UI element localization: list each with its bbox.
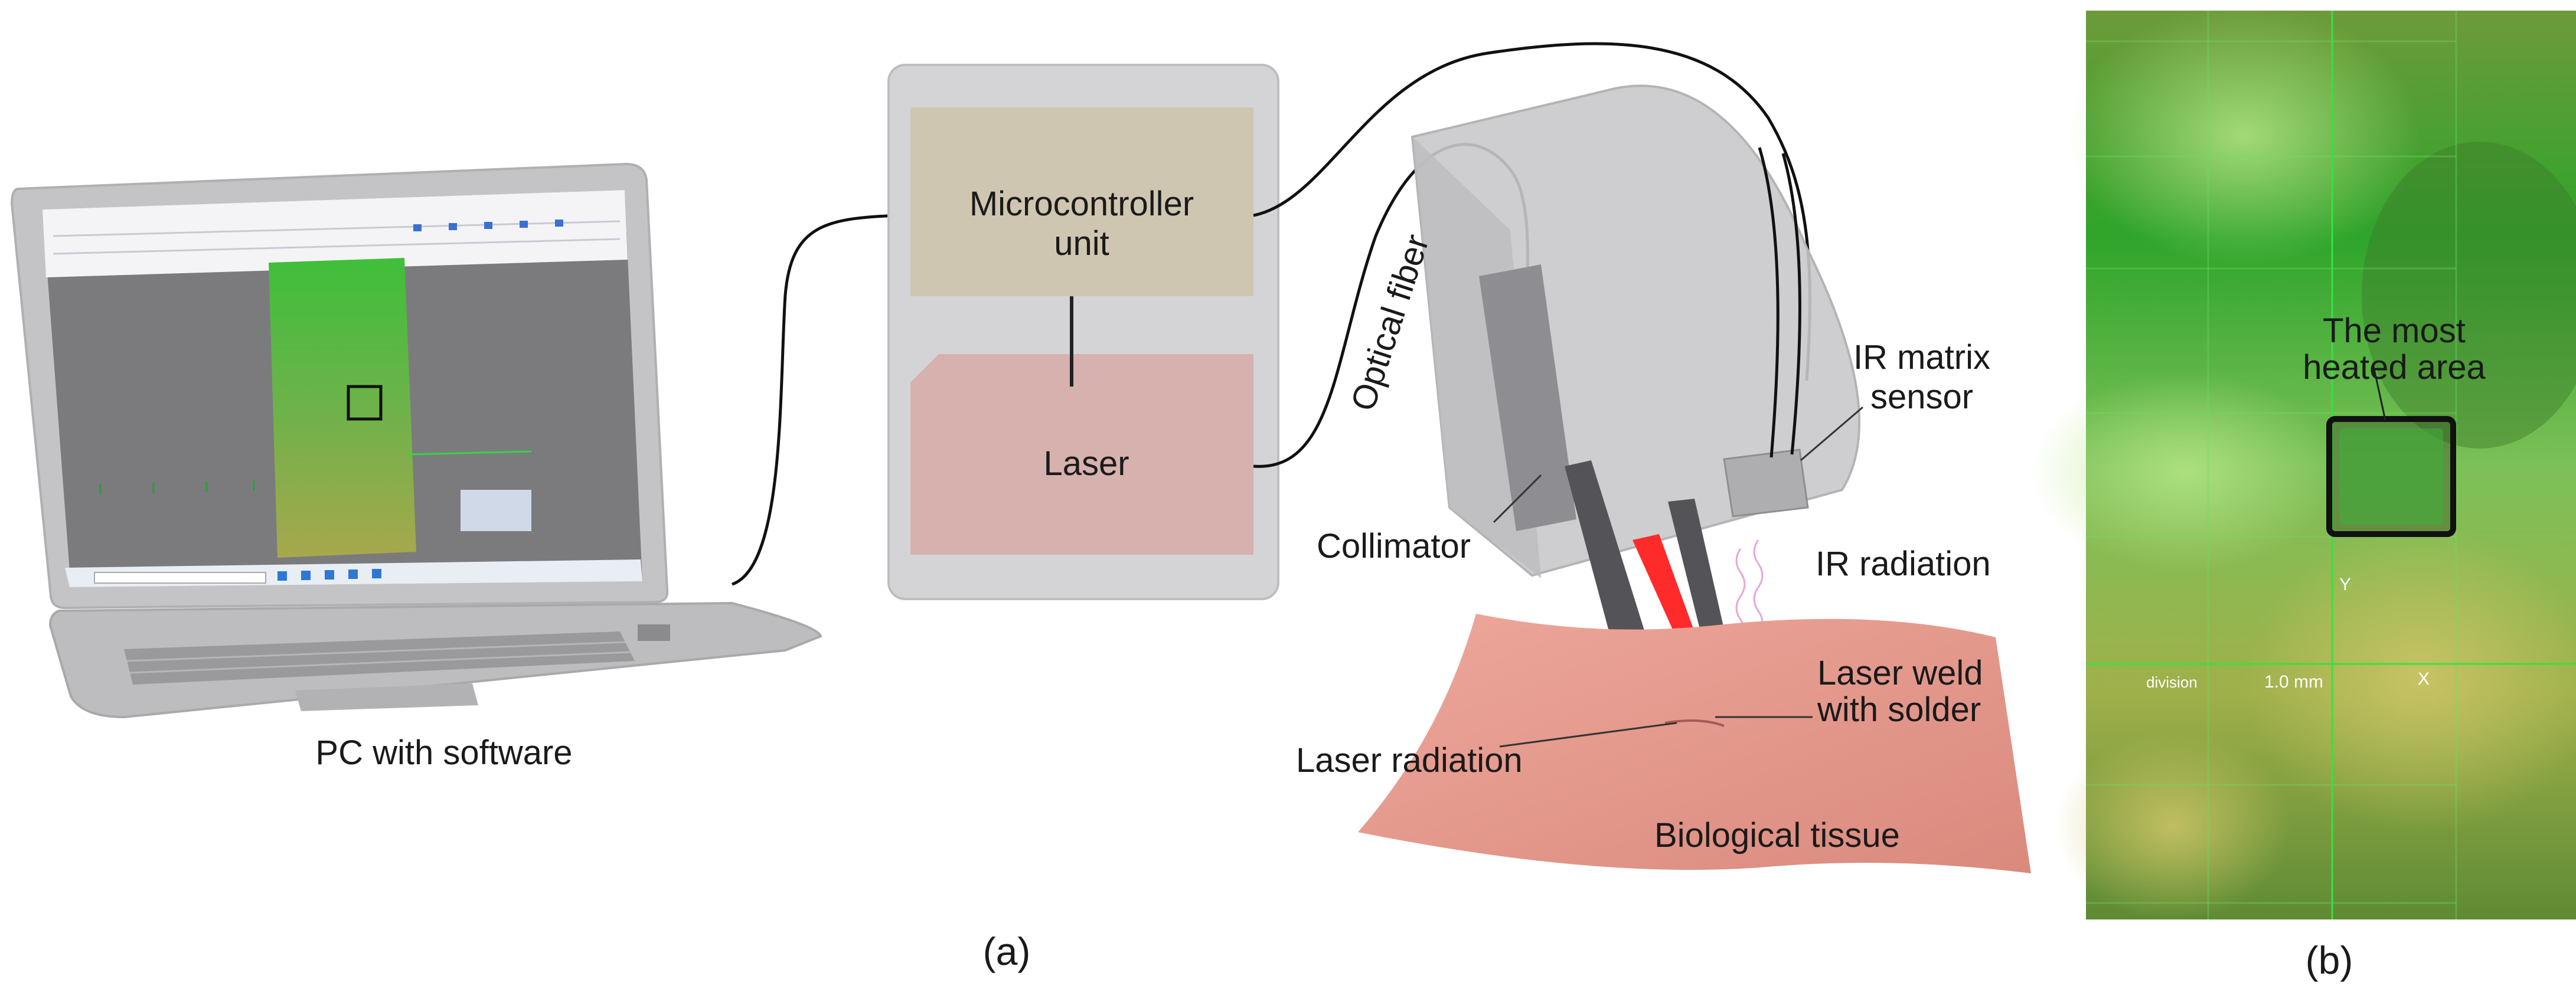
label-ir-sensor-2: sensor [1870,378,1973,416]
label-laser-radiation: Laser radiation [1296,741,1523,780]
label-laser-weld-1: Laser weld [1817,654,1983,692]
laser-block [910,354,1253,555]
label-laser-weld-2: with solder [1817,690,1981,729]
label-axis-y: Y [2339,575,2351,594]
sensor-cable [1253,42,1811,381]
usb-cable [732,214,898,586]
label-laser: Laser [1043,444,1129,483]
ir-sensor [1723,449,1809,518]
label-ir-sensor-1: IR matrix [1853,338,1990,377]
label-heated-1: The most [2323,312,2466,350]
label-biological-tissue: Biological tissue [1654,816,1900,855]
handpiece [1411,84,1861,747]
control-box [887,64,1279,600]
heated-area-leader [2372,365,2386,421]
leader-lines [1493,406,1863,748]
label-division: division [2146,673,2198,691]
label-optical-fiber: Optical fiber [1344,230,1436,415]
label-heated-2: heated area [2303,348,2486,387]
screen-thermal-image [269,258,416,558]
screen-heated-marker [347,385,383,421]
label-axis-x: X [2418,669,2430,689]
panel-a-caption: (a) [983,929,1031,973]
laptop-touchpad [295,683,478,711]
label-pc: PC with software [315,734,572,772]
label-microcontroller-2: unit [1054,224,1109,263]
laptop-keyboard [124,631,635,685]
label-microcontroller-1: Microcontroller [969,185,1194,223]
laptop [10,162,822,719]
weld-site [1664,719,1725,727]
label-collimator: Collimator [1317,527,1471,565]
panel-b-caption: (b) [2306,938,2353,982]
microcontroller-block [910,107,1253,296]
laptop-screen [43,190,642,587]
biological-tissue [1358,614,2031,873]
label-ir-radiation: IR radiation [1816,545,1991,583]
label-scale: 1.0 mm [2264,672,2323,692]
thermal-image: The most heated area division 1.0 mm X Y [2031,6,2576,921]
collimator [1479,264,1576,531]
